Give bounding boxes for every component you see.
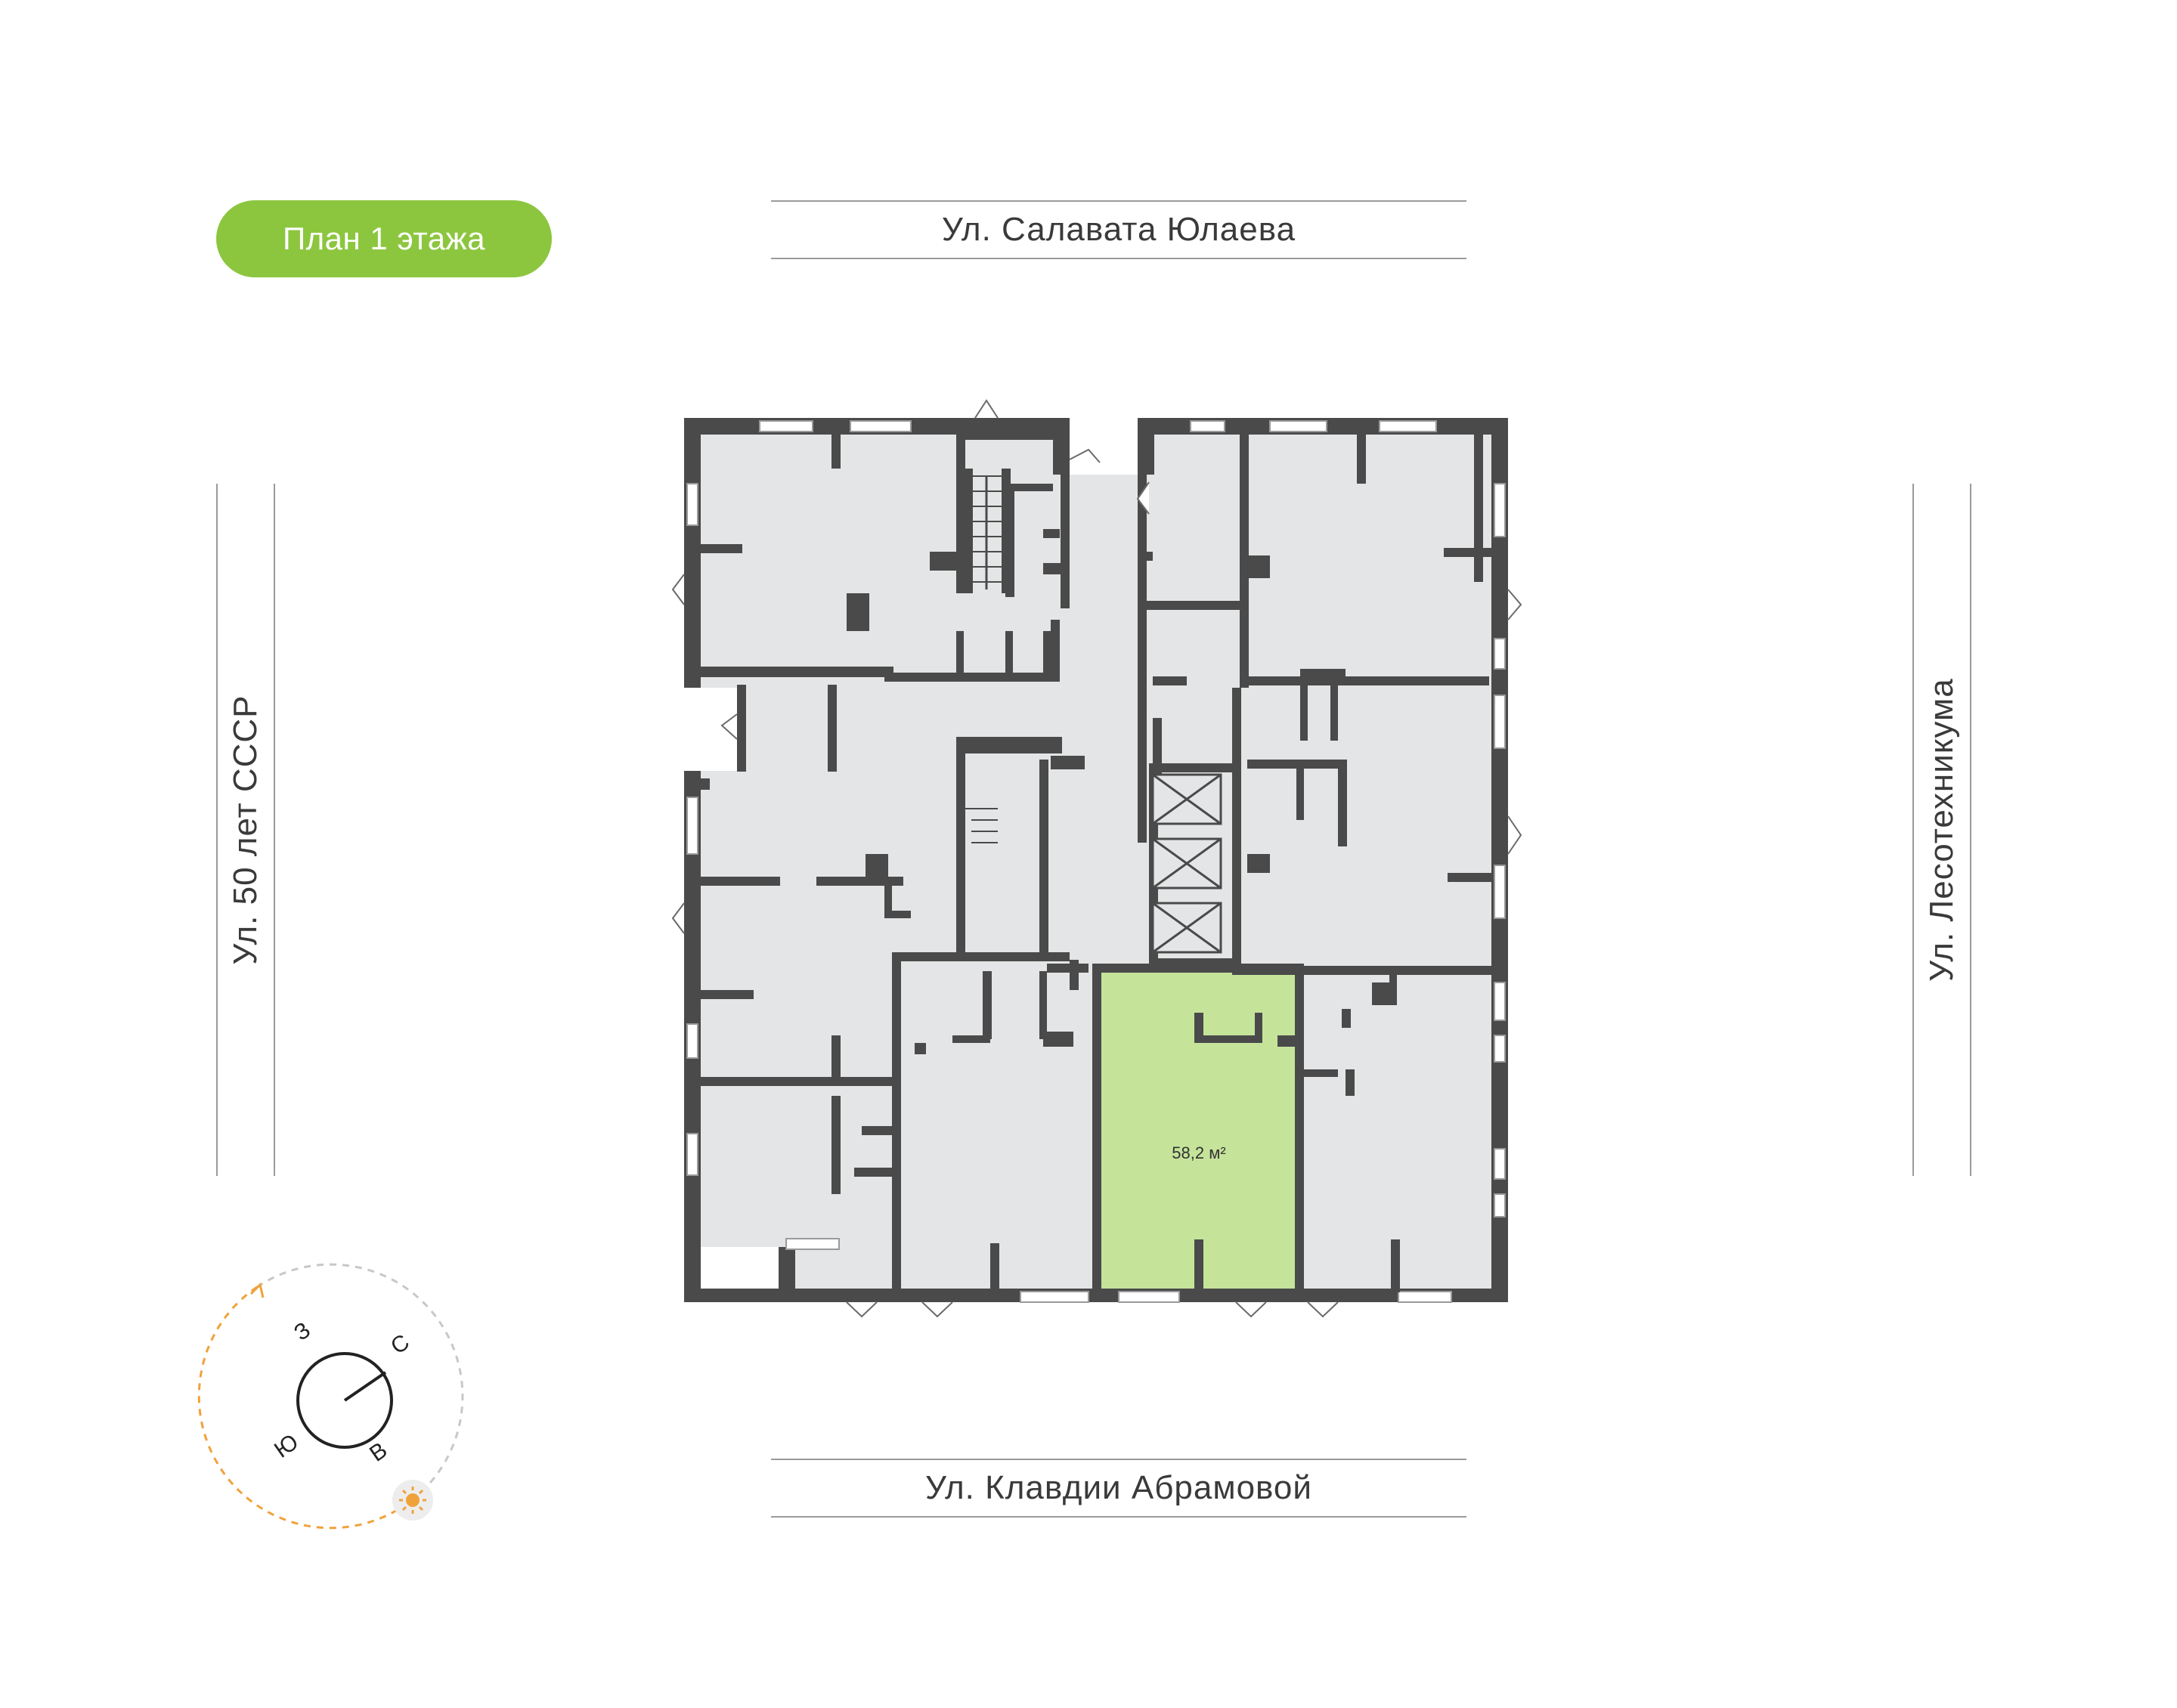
compass-north: С (386, 1329, 414, 1359)
street-south-label: Ул. Клавдии Абрамовой (771, 1459, 1466, 1518)
compass-south: Ю (270, 1429, 303, 1462)
sun-icon (392, 1480, 433, 1521)
street-north-label: Ул. Салавата Юлаева (771, 200, 1466, 259)
windows (686, 420, 1506, 1303)
door-swings (671, 399, 1522, 1318)
interior-walls (701, 431, 1493, 1292)
selected-unit-area: 58,2 м² (1172, 1143, 1225, 1162)
street-south-text: Ул. Клавдии Абрамовой (925, 1469, 1312, 1506)
street-west-label: Ул. 50 лет СССР (216, 484, 275, 1176)
floor-plan-badge[interactable]: План 1 этажа (216, 200, 552, 277)
compass-west: З (290, 1317, 315, 1345)
street-east-label: Ул. Лесотехникума (1912, 484, 1971, 1176)
elevator-icon (1151, 773, 1222, 954)
street-north-text: Ул. Салавата Юлаева (941, 211, 1296, 248)
